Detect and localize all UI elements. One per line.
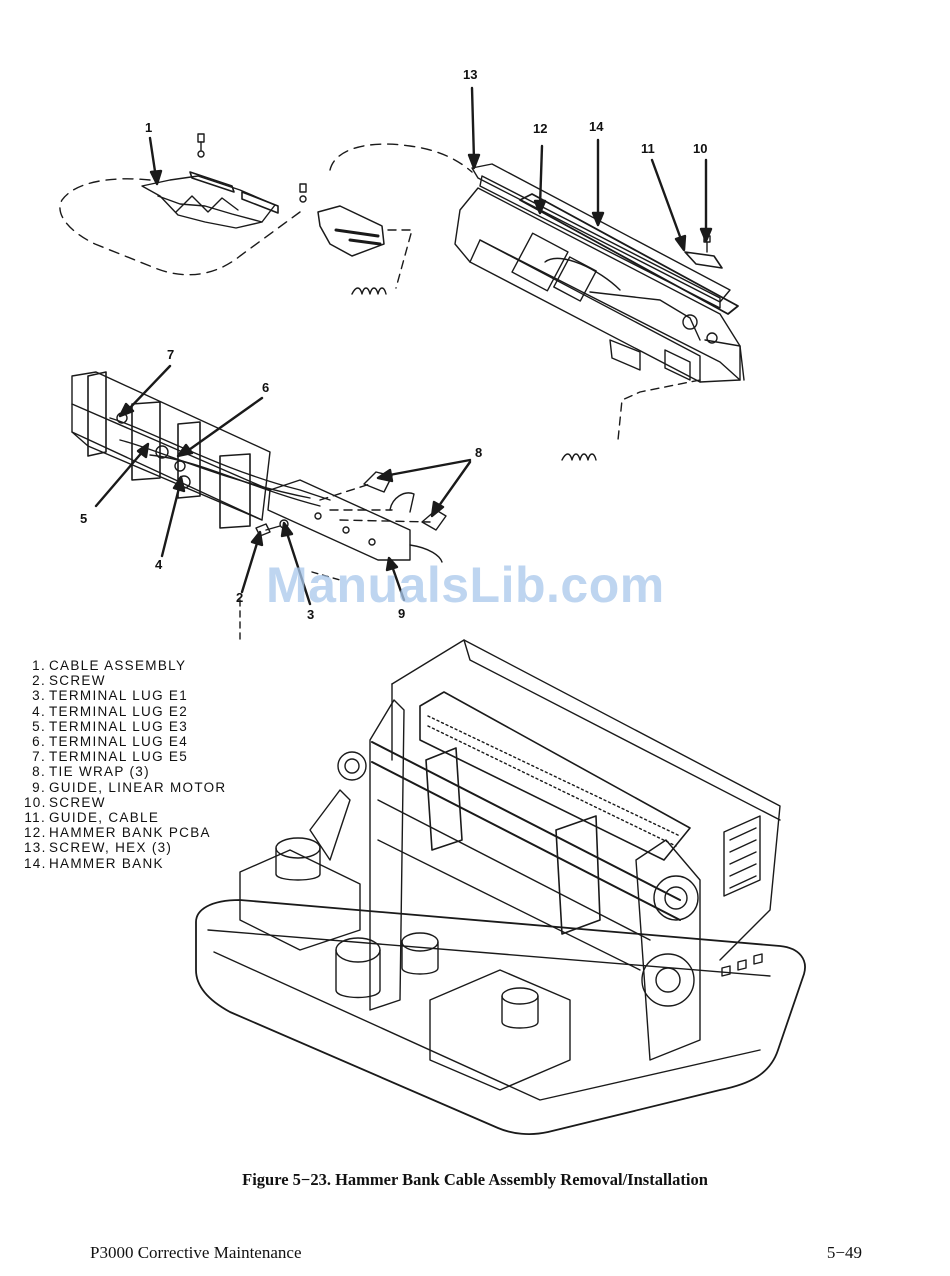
legend-item: 9.GUIDE, LINEAR MOTOR [32, 779, 227, 795]
callout-arrows [94, 86, 713, 606]
callout-4: 4 [155, 557, 163, 572]
cable-assembly-drawing [59, 133, 473, 295]
callout-2: 2 [236, 590, 244, 605]
legend-item: 14.HAMMER BANK [24, 855, 164, 871]
callout-10: 10 [693, 141, 708, 156]
callout-3: 3 [307, 607, 315, 622]
footer-section-title: P3000 Corrective Maintenance [90, 1243, 302, 1262]
callout-14: 14 [589, 119, 604, 134]
legend-item: 6.TERMINAL LUG E4 [32, 734, 189, 750]
legend-item: 8.TIE WRAP (3) [32, 764, 150, 780]
legend-item: 10.SCREW [24, 794, 106, 810]
footer-page-number: 5−49 [826, 1243, 862, 1262]
figure-caption: Figure 5−23. Hammer Bank Cable Assembly … [242, 1170, 708, 1189]
legend-item: 2.SCREW [32, 673, 106, 689]
legend-item: 7.TERMINAL LUG E5 [32, 749, 189, 765]
legend-item: 3.TERMINAL LUG E1 [32, 688, 189, 704]
legend-item: 12.HAMMER BANK PCBA [24, 825, 211, 841]
printer-drawing [195, 639, 806, 1135]
parts-legend: 1.CABLE ASSEMBLY 2.SCREW 3.TERMINAL LUG … [24, 658, 226, 871]
callout-8: 8 [475, 445, 483, 460]
legend-item: 5.TERMINAL LUG E3 [32, 718, 189, 734]
callout-9: 9 [398, 606, 406, 621]
callout-7: 7 [167, 347, 175, 362]
terminal-lug-drawing [71, 371, 447, 641]
legend-item: 4.TERMINAL LUG E2 [32, 703, 189, 719]
watermark: ManualsLib.com [266, 557, 665, 613]
callout-11: 11 [641, 141, 655, 156]
legend-item: 13.SCREW, HEX (3) [24, 840, 173, 856]
hammer-bank-drawing [454, 163, 745, 461]
legend-item: 11.GUIDE, CABLE [24, 810, 160, 826]
callout-1: 1 [145, 120, 153, 135]
callout-5: 5 [80, 511, 88, 526]
callout-12: 12 [533, 121, 548, 136]
legend-item: 1.CABLE ASSEMBLY [32, 658, 187, 673]
callout-6: 6 [262, 380, 270, 395]
callout-13: 13 [463, 67, 478, 82]
